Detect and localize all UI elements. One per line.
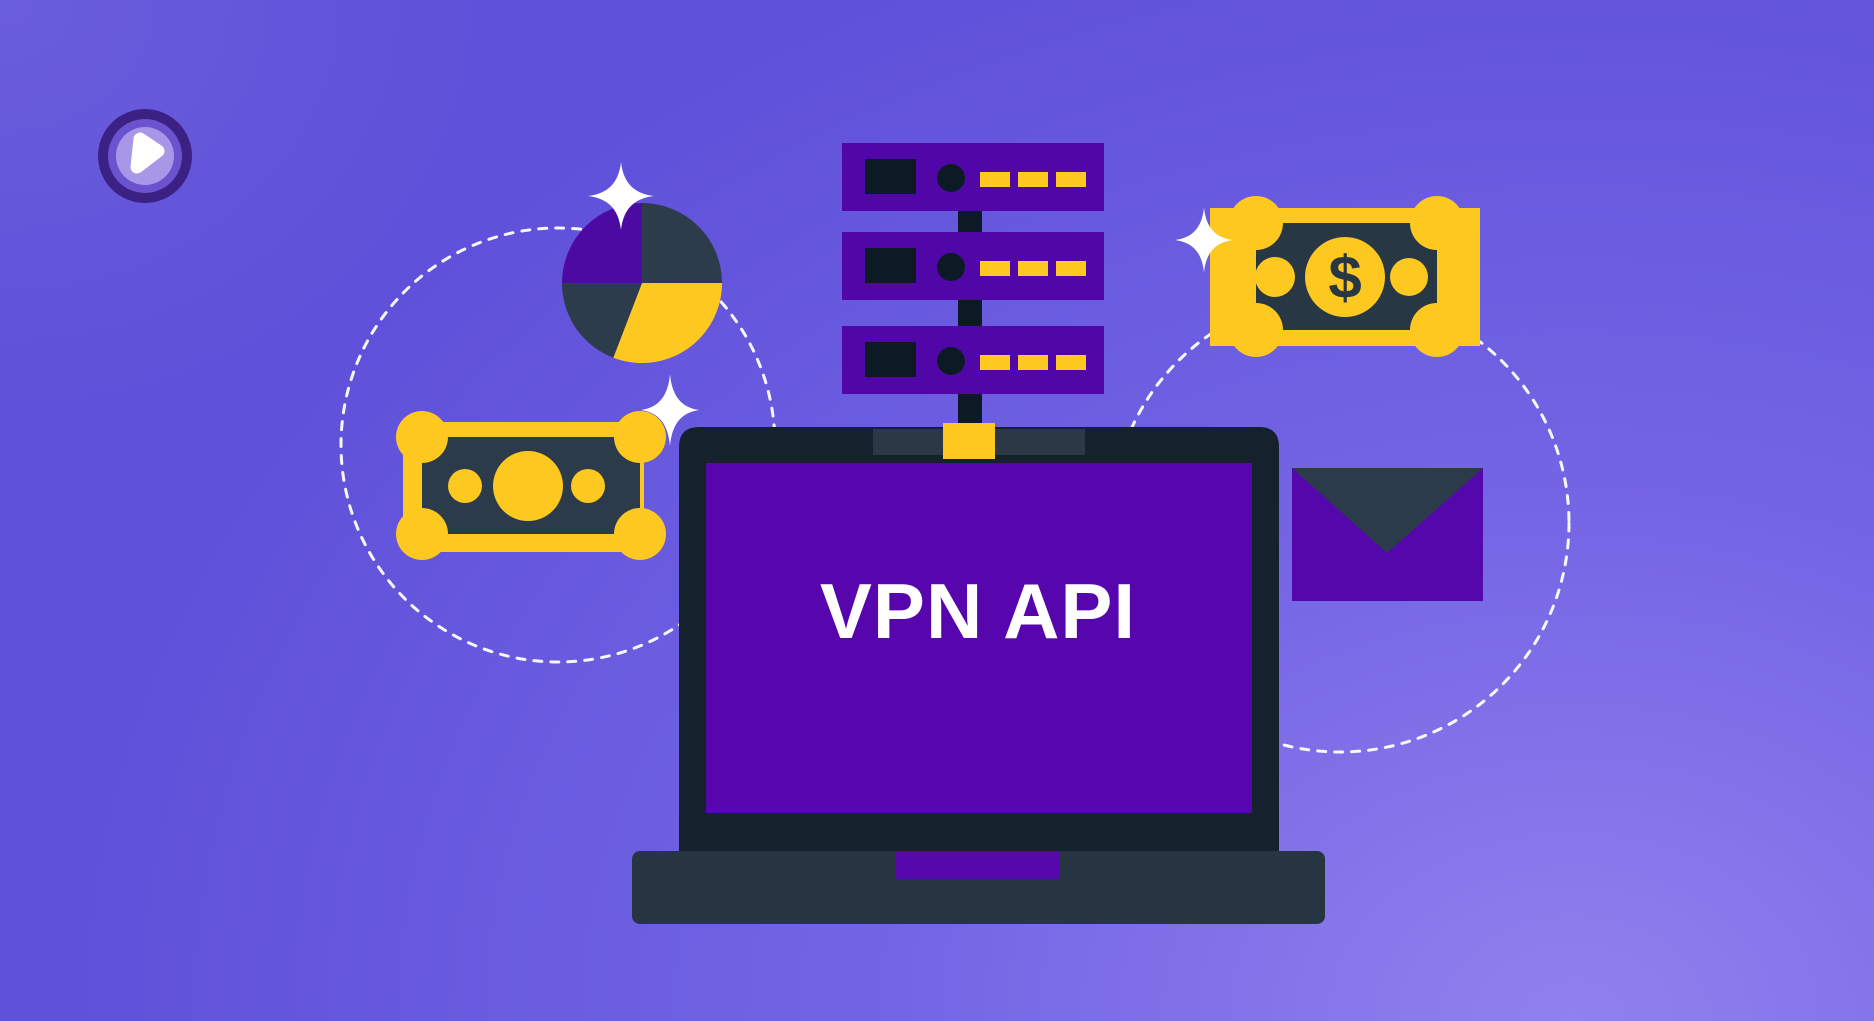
rack-led <box>980 261 1010 276</box>
bill-corner-scallop <box>614 508 666 560</box>
pie-slice-dark-top <box>642 203 722 283</box>
rack-drive-bay <box>865 342 916 377</box>
bill-corner-scallop <box>614 411 666 463</box>
laptop-screen-title: VPN API <box>820 567 1136 655</box>
sparkle-icon <box>640 374 700 446</box>
purevpn-logo <box>98 109 192 203</box>
laptop-hinge-notch <box>896 851 1060 879</box>
laptop-base <box>632 851 1325 924</box>
logo-pick-shape <box>130 132 165 174</box>
rack-led <box>1056 355 1086 370</box>
server-rack-2 <box>842 232 1104 300</box>
rack-power-dot <box>937 164 965 192</box>
bill-side-dot <box>571 469 605 503</box>
rack-drive-bay <box>865 248 916 283</box>
dollar-coin-icon: $ <box>1305 237 1385 317</box>
rack-led <box>1018 172 1048 187</box>
rack-power-dot <box>937 253 965 281</box>
sparkle-icon <box>588 162 654 230</box>
pie-chart-icon <box>562 203 722 364</box>
rack-power-dot <box>937 347 965 375</box>
rack-led <box>1056 172 1086 187</box>
sparkle-icon <box>1174 207 1234 273</box>
sparkle-star <box>640 374 700 446</box>
bill-corner-scallop <box>1229 303 1283 357</box>
pie-slice-purple <box>562 203 642 283</box>
laptop-icon: VPN API <box>632 423 1325 924</box>
cable-connector <box>943 423 995 459</box>
bill-corner-scallop <box>1410 196 1464 250</box>
server-rack-1 <box>842 143 1104 211</box>
pie-slice-yellow <box>613 283 722 364</box>
bill-side-dot <box>1390 258 1428 296</box>
envelope-flap <box>1292 468 1483 553</box>
bill-corner-scallop <box>1229 196 1283 250</box>
rack-led <box>1018 355 1048 370</box>
sparkle-star <box>1174 207 1234 273</box>
laptop-screen <box>706 463 1252 813</box>
bill-side-dot <box>448 469 482 503</box>
bill-corner-scallop <box>1410 303 1464 357</box>
money-bill-icon-right: $ <box>1210 196 1480 357</box>
sparkle-star <box>588 162 654 230</box>
rack-led <box>980 172 1010 187</box>
bill-corner-scallop <box>396 411 448 463</box>
money-bill-icon-left <box>396 411 666 560</box>
coin-face <box>1305 237 1385 317</box>
pie-slice-dark-bottom <box>562 283 642 358</box>
rack-led <box>980 355 1010 370</box>
rack-led <box>1018 261 1048 276</box>
bill-center-seal <box>493 451 563 521</box>
dollar-sign: $ <box>1328 244 1361 311</box>
rack-led <box>1056 261 1086 276</box>
rack-drive-bay <box>865 159 916 194</box>
server-rack-3 <box>842 326 1104 394</box>
envelope-icon <box>1292 468 1483 601</box>
bill-corner-scallop <box>396 508 448 560</box>
bill-side-dot <box>1255 257 1295 297</box>
server-stack-icon <box>842 143 1104 430</box>
